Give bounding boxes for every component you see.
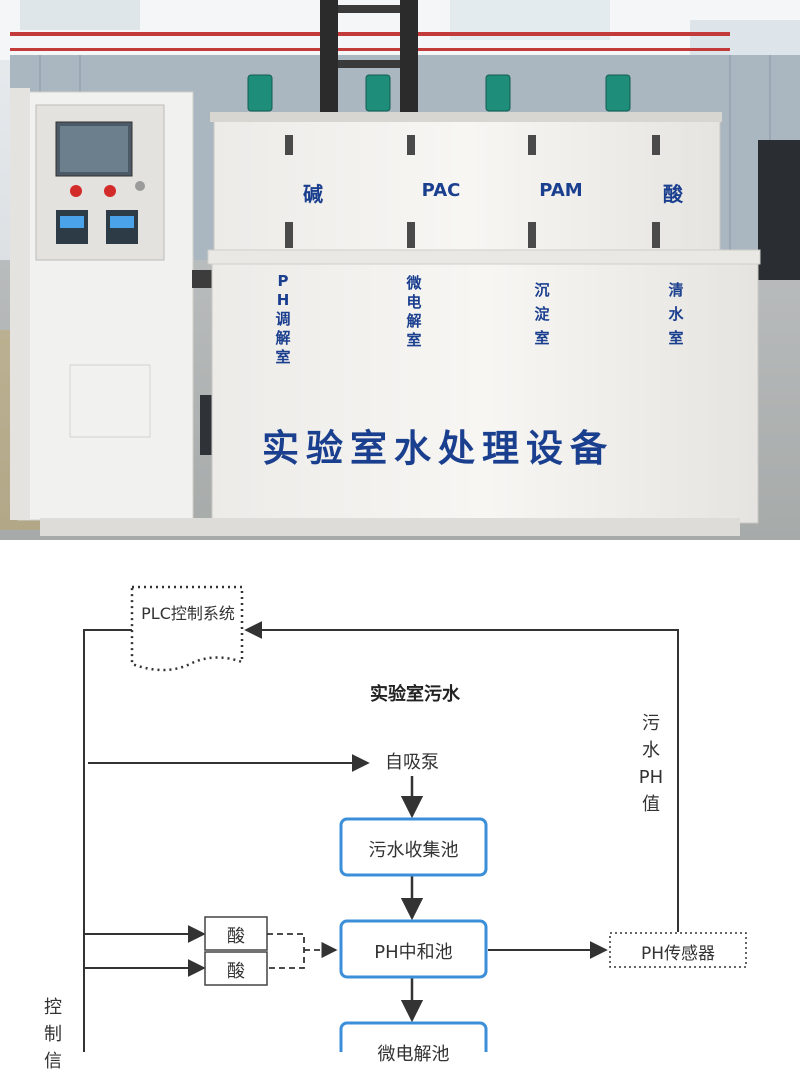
process-flow-diagram [83,585,747,1052]
equipment-title: 实验室水处理设备 [262,427,614,470]
chamber-label-clear-water: 清水室 [668,281,684,347]
acid-box-2 [204,951,268,986]
pump-label: 自吸泵 [385,752,439,773]
acid-label-2: 酸 [227,961,245,982]
equipment-photo [0,0,800,540]
plc-label: PLC控制系统 [141,604,235,623]
collect-pool-box [339,817,488,877]
control-signal-label: 控制信 [44,997,62,1072]
collect-pool-label: 污水收集池 [368,840,459,861]
ph-pool-label: PH中和池 [374,942,453,963]
chamber-label-micro-electrolysis: 微电解室 [406,274,422,349]
micro-pool-label: 微电解池 [377,1044,450,1065]
tank-label-pac: PAC [421,180,461,201]
control-line [83,629,132,1052]
tank-label-alkali: 碱 [303,182,323,206]
ph-value-label: 污水PH值 [638,713,664,815]
acid-box-1 [204,916,268,951]
ph-sensor-label: PH传感器 [640,944,716,964]
plc-shape [130,585,244,672]
tank-label-pam: PAM [539,180,583,201]
ph-sensor-box [609,932,747,968]
tank-label-acid: 酸 [663,182,683,206]
acid-label-1: 酸 [227,926,245,947]
ph-pool-box [339,919,488,979]
feedback-line [244,621,679,932]
micro-pool-box [339,1021,488,1052]
chamber-label-sedimentation: 沉淀室 [534,281,550,347]
chamber-label-ph-adjust: PH调解室 [275,272,291,366]
source-label: 实验室污水 [370,684,460,705]
